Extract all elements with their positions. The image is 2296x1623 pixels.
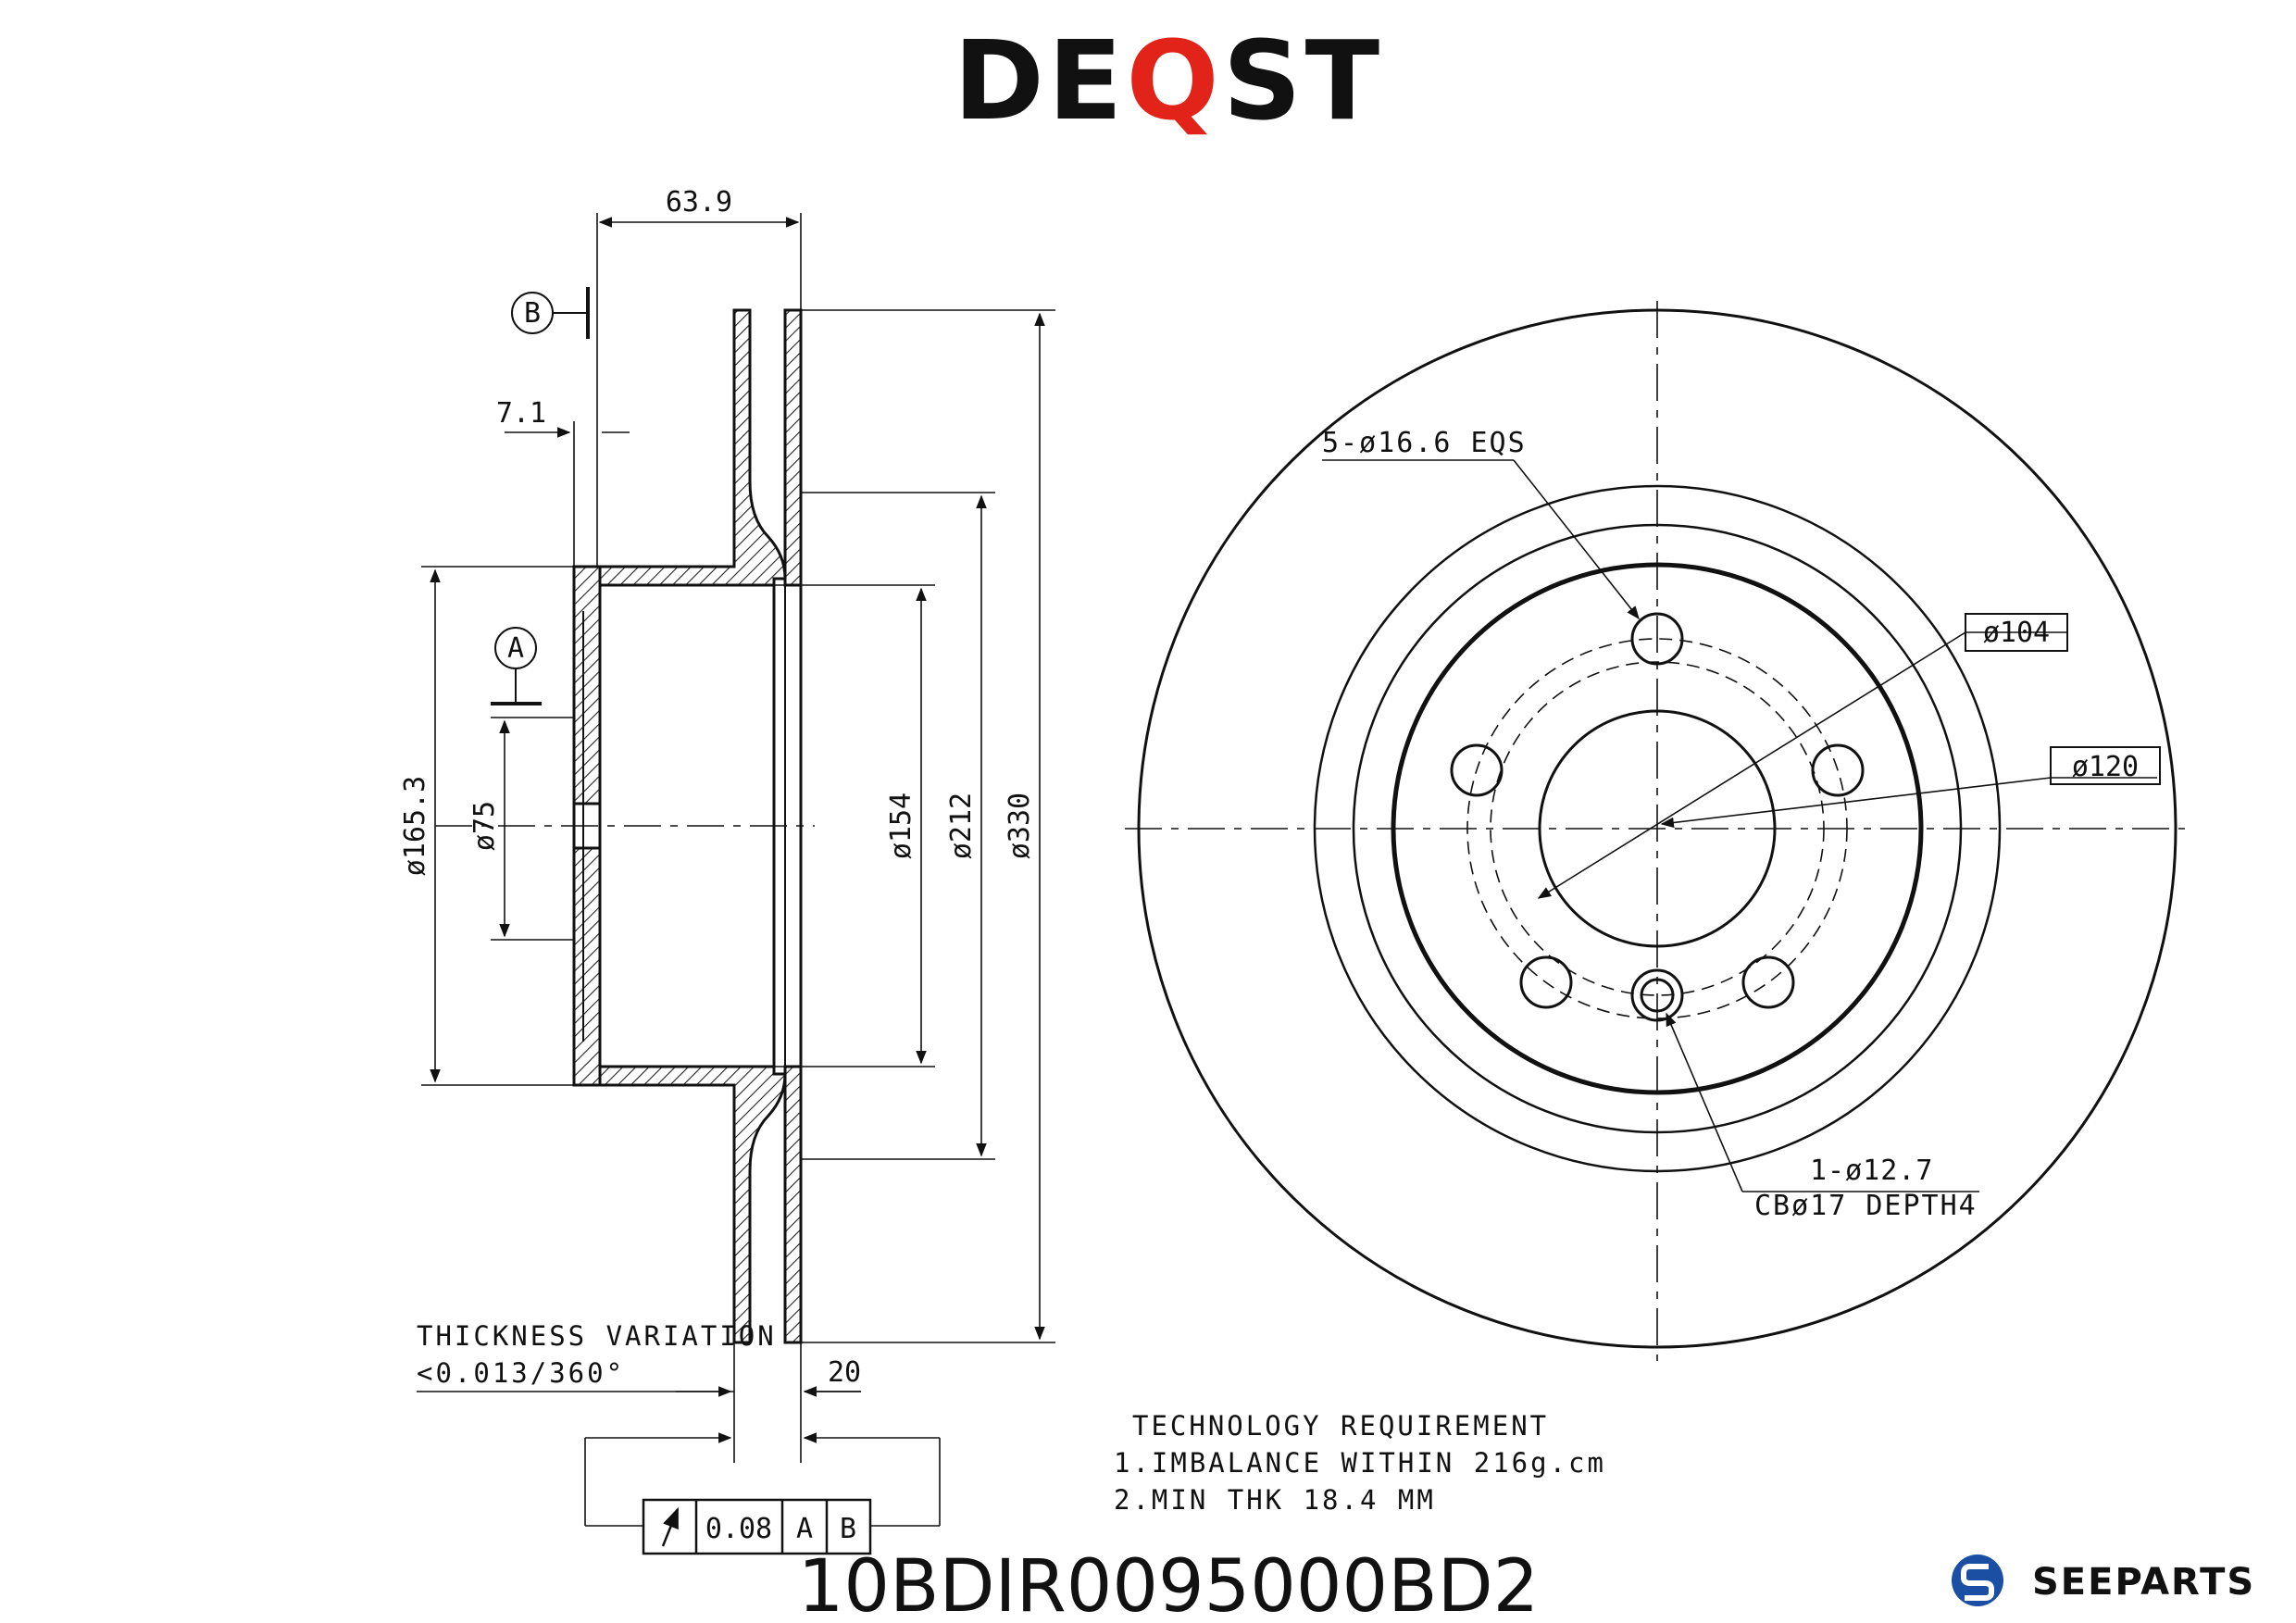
pcd-diameter: ø104	[1983, 617, 2050, 649]
counterbore-spec: CBø17 DEPTH4	[1754, 1190, 1978, 1222]
front-view-labels: 5-ø16.6 EQS ø104 ø120 1-ø12.7 CBø17 DEPT…	[1322, 427, 2139, 1222]
bolt-hole	[1450, 743, 1504, 797]
disc-friction-ring-lower	[783, 1065, 803, 1344]
disc-section-upper	[572, 308, 787, 805]
svg-text:DEQST: DEQST	[954, 17, 1383, 144]
runout-ref-a: A	[796, 1513, 813, 1545]
runout-ref-b: B	[840, 1513, 856, 1545]
disc-section-lower	[572, 846, 787, 1344]
runout-control-frame	[642, 1498, 872, 1555]
datum-b-label: B	[524, 297, 541, 330]
seeparts-logo-icon	[1952, 1554, 2003, 1606]
part-number: 10BDIR0095000BD2	[798, 1545, 1540, 1623]
bolt-hole	[1741, 955, 1795, 1009]
dim-bore-diameter: ø75	[468, 801, 501, 851]
dim-hub-diameter: ø165.3	[399, 776, 431, 876]
dim-330: ø330	[1004, 793, 1036, 859]
friction-ring-inner	[1313, 484, 2002, 1173]
pin-hole-counterbore	[1630, 968, 1684, 1022]
bolt-hole-spec: 5-ø16.6 EQS	[1322, 427, 1527, 459]
thickness-variation-label: THICKNESS VARIATION	[417, 1320, 777, 1352]
hub-face	[572, 565, 602, 1087]
technology-requirement: TECHNOLOGY REQUIREMENT 1.IMBALANCE WITHI…	[1114, 1410, 1606, 1516]
brand-logo: DEQST	[954, 17, 1383, 144]
hub-outer	[1391, 562, 1924, 1095]
seeparts-name: SEEPARTS	[2032, 1561, 2255, 1604]
brand-suffix: ST	[1223, 17, 1383, 144]
hub-diameter-front: ø120	[2072, 751, 2139, 783]
disc-friction-ring-upper	[783, 308, 803, 587]
tech-item-1: 1.IMBALANCE WITHIN 216g.cm	[1114, 1447, 1606, 1479]
bolt-hole	[1630, 612, 1684, 666]
thickness-variation-value: <0.013/360°	[417, 1357, 625, 1389]
dim-212: ø212	[945, 793, 978, 859]
front-view	[1125, 301, 2185, 1361]
tech-title: TECHNOLOGY REQUIREMENT	[1132, 1410, 1549, 1442]
pcd-circle	[1466, 638, 1848, 1019]
dim-offset: 63.9	[666, 186, 732, 218]
runout-value: 0.08	[705, 1513, 772, 1545]
pin-hole-spec: 1-ø12.7	[1810, 1155, 1933, 1187]
dim-lip: 7.1	[496, 397, 546, 430]
center-bore	[1538, 709, 1777, 948]
datum-a-label: A	[507, 632, 524, 665]
pcd-inner-circle	[1490, 661, 1825, 996]
bolt-hole	[1519, 955, 1573, 1009]
runout-arrow-icon	[661, 1506, 680, 1547]
side-view-labels: 63.9 B 7.1 A ø165.3 ø75 ø154 ø212 ø330 T…	[399, 186, 1036, 1545]
dim-thickness: 20	[828, 1356, 861, 1389]
brand-highlight: Q	[1126, 17, 1222, 144]
pin-hole	[1640, 978, 1675, 1013]
brand-prefix: DE	[954, 17, 1127, 144]
hat-ring	[1352, 523, 1963, 1134]
bolt-hole	[1811, 743, 1865, 797]
tech-item-2: 2.MIN THK 18.4 MM	[1114, 1484, 1436, 1516]
dim-154: ø154	[885, 793, 917, 859]
disc-outer-edge	[1137, 308, 2177, 1349]
side-section-view	[417, 213, 1055, 1555]
seeparts-logo: SEEPARTS	[1952, 1554, 2255, 1606]
